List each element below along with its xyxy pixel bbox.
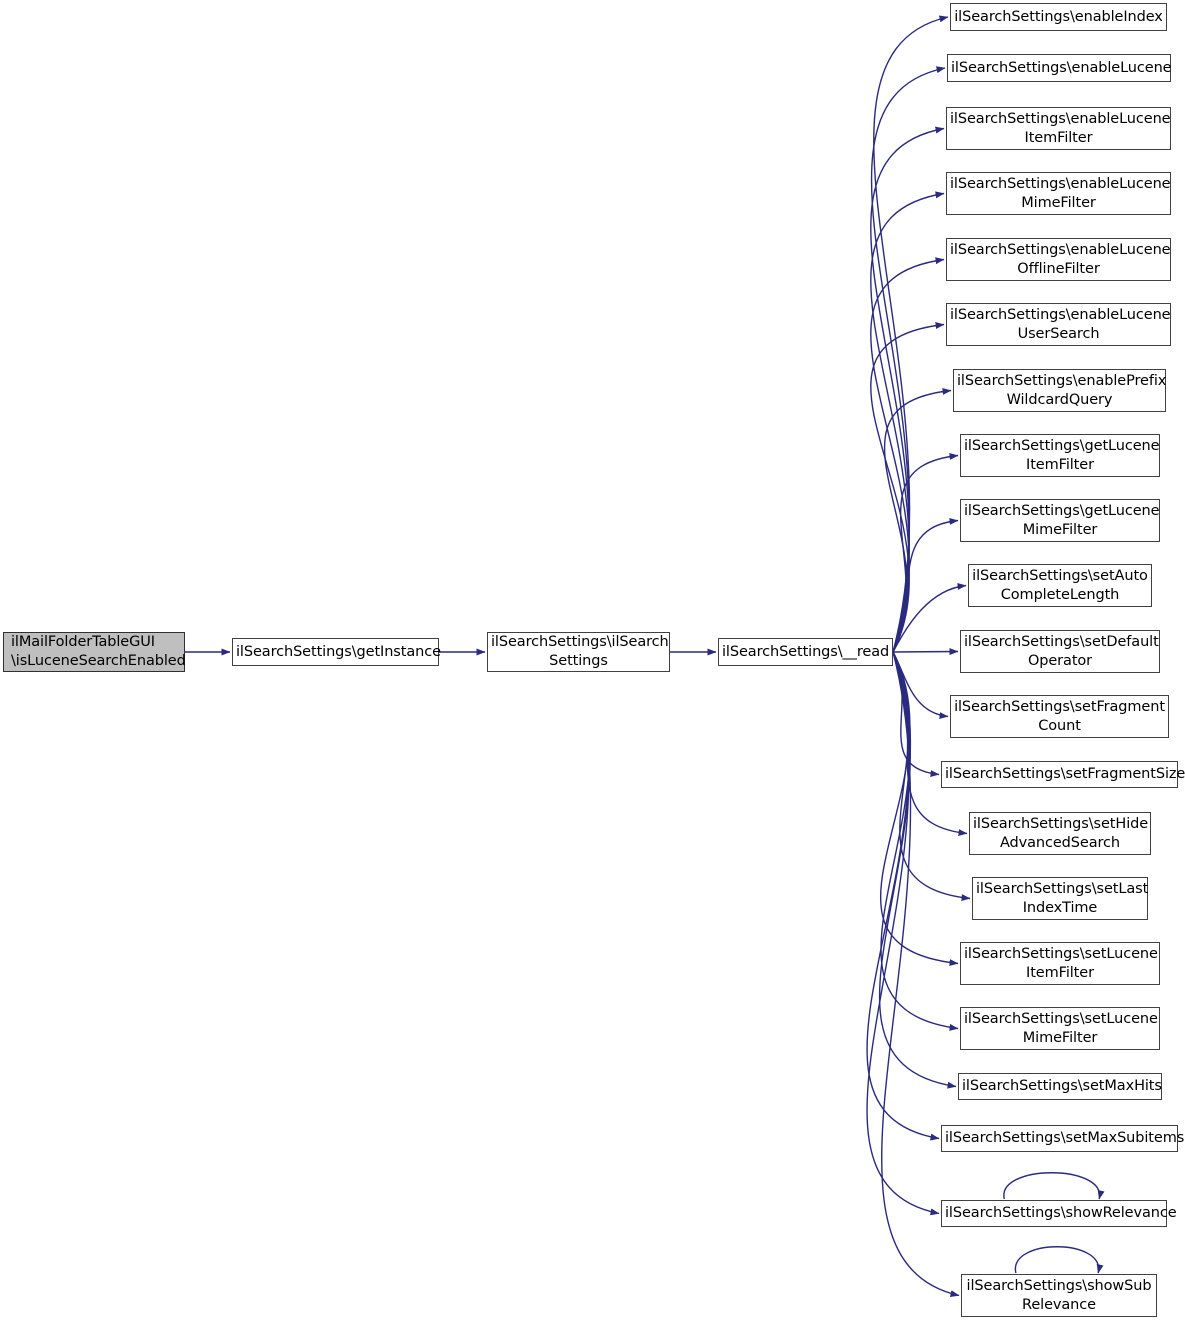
graph-node-label: ilMailFolderTableGUI \isLuceneSearchEnab…: [11, 634, 186, 669]
graph-node-label: ilSearchSettings\setLast IndexTime: [976, 880, 1149, 916]
graph-node-ilsearchsettings-setlastindextime[interactable]: ilSearchSettings\setLast IndexTime: [972, 877, 1148, 920]
graph-node-ilsearchsettings-showsubrelevance[interactable]: ilSearchSettings\showSub Relevance: [961, 1274, 1157, 1317]
graph-node-ilsearchsettings-setdefaultoperator[interactable]: ilSearchSettings\setDefault Operator: [960, 630, 1160, 673]
graph-node-ilsearchsettings-getinstance[interactable]: ilSearchSettings\getInstance: [232, 638, 441, 666]
graph-node-label: ilSearchSettings\setHide AdvancedSearch: [973, 815, 1149, 851]
graph-edge-n3-n15: [892, 651, 949, 720]
graph-edge-n3-n19: [880, 651, 959, 967]
graph-edge-n3-n8: [870, 257, 945, 653]
graph-node-ilsearchsettings-sethideadvancedsearch[interactable]: ilSearchSettings\setHide AdvancedSearch: [969, 812, 1151, 855]
graph-node-label: ilSearchSettings\getLucene MimeFilter: [964, 502, 1160, 538]
graph-node-label: ilSearchSettings\setDefault Operator: [964, 633, 1159, 669]
graph-self-loop-n24: [1015, 1246, 1104, 1274]
graph-node-label: ilSearchSettings\enableLucene ItemFilter: [950, 110, 1171, 146]
graph-node-label: ilSearchSettings\enableLucene OfflineFil…: [950, 241, 1171, 277]
graph-edge-n3-n14: [892, 648, 959, 656]
graph-node-ilsearchsettings-enableprefixwildcardquery[interactable]: ilSearchSettings\enablePrefix WildcardQu…: [953, 369, 1166, 412]
graph-node-ilsearchsettings-getlucenemimefilter[interactable]: ilSearchSettings\getLucene MimeFilter: [960, 499, 1160, 542]
graph-edge-n3-n6: [870, 126, 945, 653]
graph-node-label: ilSearchSettings\setAuto CompleteLength: [972, 567, 1148, 603]
graph-node-ilsearchsettings-showrelevance[interactable]: ilSearchSettings\showRelevance: [941, 1200, 1177, 1227]
graph-node-label: ilSearchSettings\enableLucene: [951, 59, 1172, 76]
graph-node-label: ilSearchSettings\getLucene ItemFilter: [964, 437, 1160, 473]
graph-self-loop-n23: [1003, 1172, 1105, 1200]
graph-node-ilsearchsettings-enableluceneitemfilter[interactable]: ilSearchSettings\enableLucene ItemFilter: [946, 107, 1171, 150]
graph-node-label: ilSearchSettings\getInstance: [236, 643, 441, 660]
graph-node-ilmailfoldertablegui-islucenesearchenabled[interactable]: ilMailFolderTableGUI \isLuceneSearchEnab…: [3, 632, 186, 672]
graph-node-ilsearchsettings-setmaxsubitems[interactable]: ilSearchSettings\setMaxSubitems: [941, 1125, 1185, 1152]
graph-edge-n3-n20: [880, 651, 959, 1031]
graph-edge-n3-n4: [873, 15, 949, 653]
graph-node-label: ilSearchSettings\enableLucene MimeFilter: [950, 175, 1171, 211]
graph-node-ilsearchsettings-enableindex[interactable]: ilSearchSettings\enableIndex: [950, 3, 1167, 31]
graph-edge-n3-n16: [892, 651, 940, 778]
graph-node-label: ilSearchSettings\setLucene ItemFilter: [964, 945, 1158, 981]
graph-node-ilsearchsettings-setluceneitemfilter[interactable]: ilSearchSettings\setLucene ItemFilter: [960, 942, 1160, 985]
graph-edge-n3-n12: [892, 517, 959, 653]
graph-node-ilsearchsettings-setmaxhits[interactable]: ilSearchSettings\setMaxHits: [958, 1073, 1162, 1100]
graph-node-label: ilSearchSettings\setMaxSubitems: [945, 1130, 1185, 1147]
graph-edge-n3-n23: [866, 651, 940, 1216]
graph-node-label: ilSearchSettings\setFragmentSize: [945, 766, 1185, 783]
graph-node-ilsearchsettings-setfragmentsize[interactable]: ilSearchSettings\setFragmentSize: [941, 761, 1185, 788]
graph-node-label: ilSearchSettings\showSub Relevance: [966, 1277, 1152, 1313]
graph-edge-n3-n22: [866, 651, 940, 1141]
graph-edge-n3-n21: [878, 651, 957, 1089]
graph-node-ilsearchsettings-read[interactable]: ilSearchSettings\__read: [718, 638, 893, 666]
graph-node-ilsearchsettings-setlucenemimefilter[interactable]: ilSearchSettings\setLucene MimeFilter: [960, 1007, 1160, 1050]
graph-node-ilsearchsettings-enableluceneofflinefilter[interactable]: ilSearchSettings\enableLucene OfflineFil…: [946, 238, 1171, 281]
graph-edge-n3-n9: [870, 322, 945, 653]
graph-edge-n3-n10: [883, 387, 952, 653]
graph-edge-n3-n7: [870, 191, 945, 653]
graph-node-label: ilSearchSettings\enableLucene UserSearch: [950, 306, 1171, 342]
graph-node-label: ilSearchSettings\enableIndex: [954, 8, 1163, 25]
graph-node-ilsearchsettings-enablelucenemimefilter[interactable]: ilSearchSettings\enableLucene MimeFilter: [946, 172, 1171, 215]
graph-edge-n3-n24: [881, 651, 960, 1298]
graph-node-label: ilSearchSettings\ilSearch Settings: [491, 634, 669, 669]
graph-edge-n3-n11: [892, 452, 959, 653]
graph-node-ilsearchsettings-ilsearchsettings[interactable]: ilSearchSettings\ilSearch Settings: [487, 632, 670, 672]
graph-node-label: ilSearchSettings\setFragment Count: [954, 698, 1165, 734]
graph-node-ilsearchsettings-enableluceneusersearch[interactable]: ilSearchSettings\enableLucene UserSearch: [946, 303, 1171, 346]
graph-node-label: ilSearchSettings\setLucene MimeFilter: [964, 1010, 1158, 1046]
graph-node-label: ilSearchSettings\__read: [722, 643, 890, 660]
graph-node-ilsearchsettings-getluceneitemfilter[interactable]: ilSearchSettings\getLucene ItemFilter: [960, 434, 1160, 477]
graph-node-label: ilSearchSettings\showRelevance: [945, 1205, 1177, 1222]
graph-edge-n3-n5: [870, 66, 946, 653]
graph-node-label: ilSearchSettings\enablePrefix WildcardQu…: [957, 372, 1167, 408]
graph-edge-n3-n17: [892, 651, 968, 837]
graph-node-ilsearchsettings-setfragmentcount[interactable]: ilSearchSettings\setFragment Count: [950, 695, 1169, 738]
graph-node-ilsearchsettings-setautocompletelength[interactable]: ilSearchSettings\setAuto CompleteLength: [968, 564, 1152, 607]
graph-node-ilsearchsettings-enablelucene[interactable]: ilSearchSettings\enableLucene: [947, 54, 1172, 82]
graph-node-label: ilSearchSettings\setMaxHits: [962, 1078, 1162, 1095]
graph-edge-n3-n13: [892, 582, 967, 653]
